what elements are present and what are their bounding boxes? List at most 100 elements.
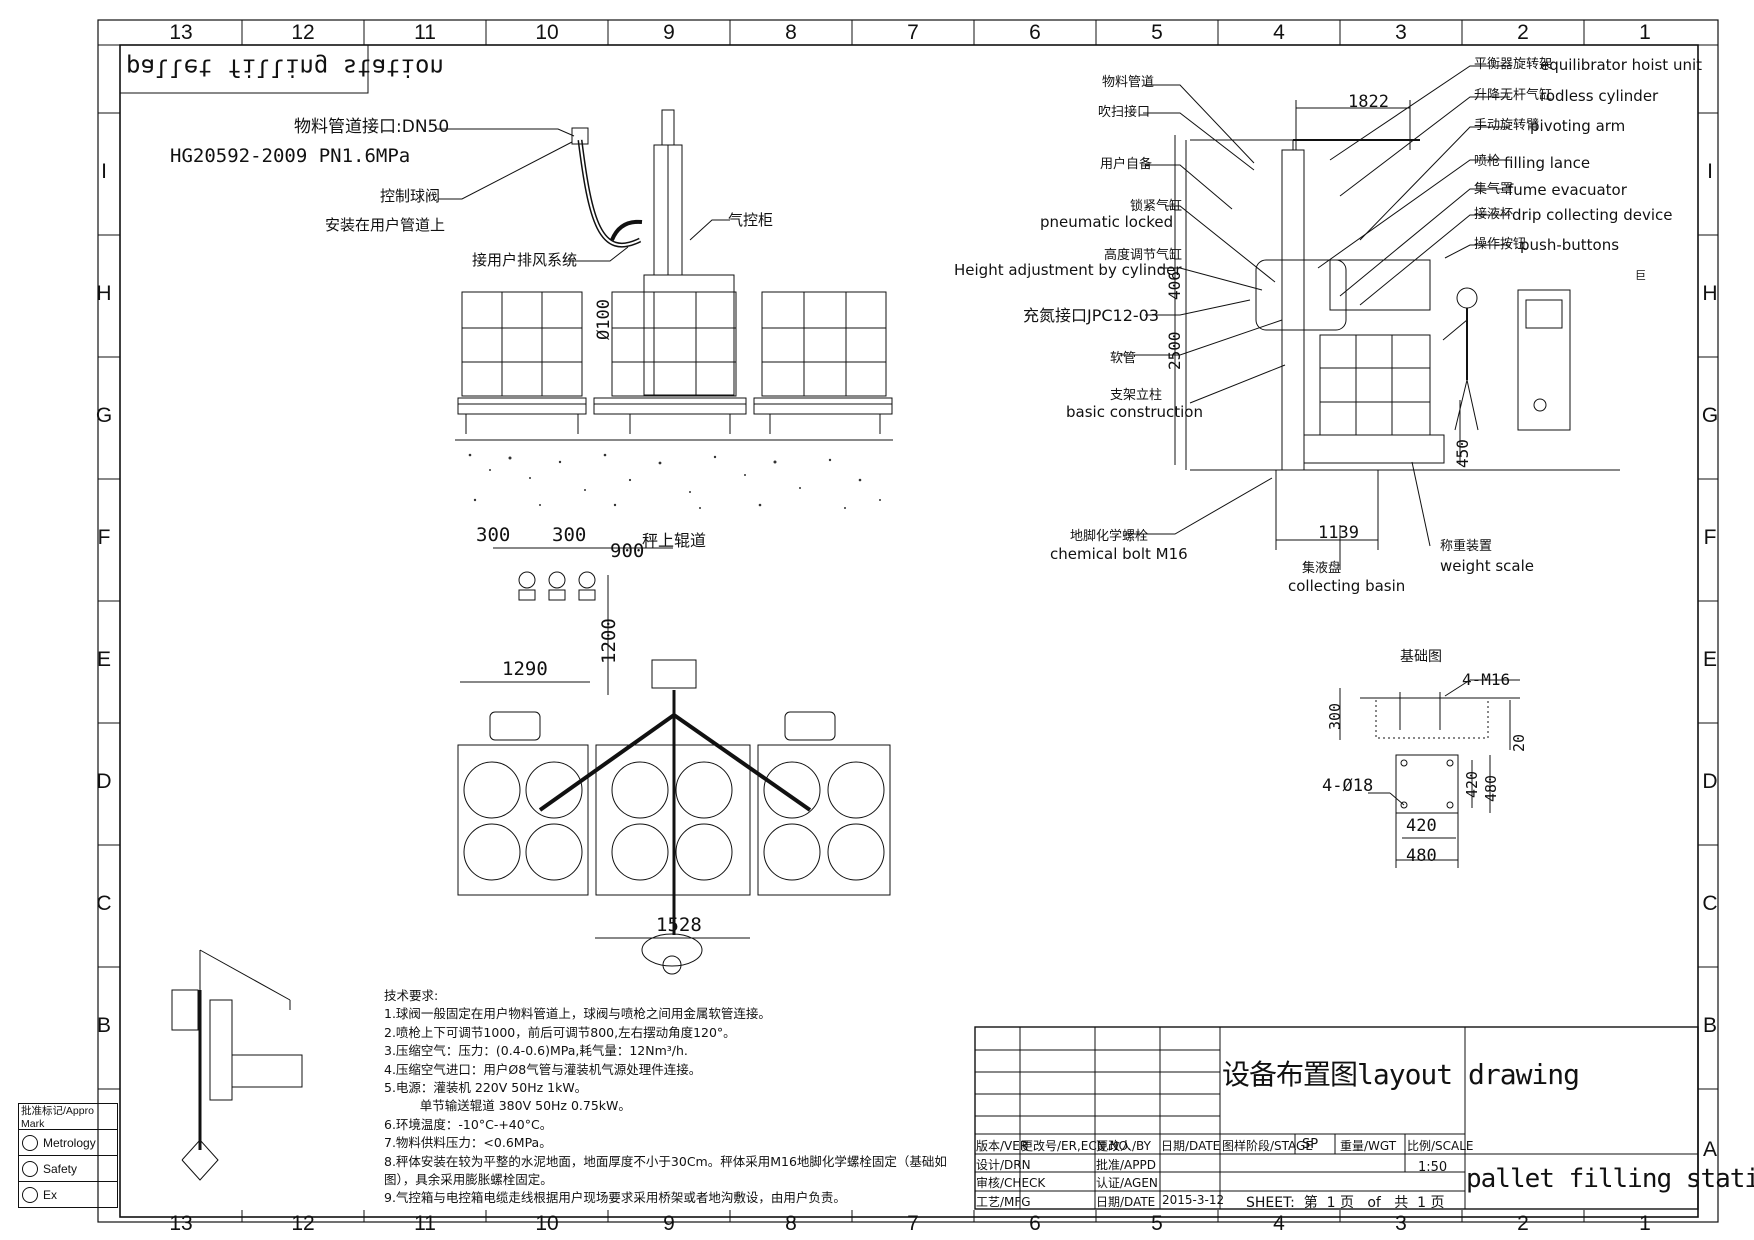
front-view — [455, 109, 893, 509]
label-nitrogen-port: 充氮接口JPC12-03 — [1023, 306, 1160, 325]
dim-300-b: 300 — [552, 524, 587, 546]
col-label-11-bottom: 11 — [414, 1212, 436, 1235]
col-label-4: 4 — [1273, 21, 1285, 44]
pipe-standard-label: HG20592-2009 PN1.6MPa — [170, 145, 411, 167]
foundation-dim-420a: 420 — [1463, 770, 1481, 798]
row-label-F: F — [97, 526, 111, 549]
tb-scale: 比例/SCALE — [1407, 1139, 1474, 1153]
foundation-dim-420b: 420 — [1406, 816, 1437, 836]
checkbox-icon[interactable] — [22, 1134, 38, 1151]
label-column-cn: 支架立柱 — [1110, 388, 1163, 403]
approval-label: Safety — [43, 1161, 78, 1176]
dim-900: 900 — [610, 540, 645, 562]
requirements-heading: 技术要求: — [384, 988, 439, 1003]
label-fume-en: fume evacuator — [1508, 181, 1627, 199]
row-label-B: B — [96, 1014, 111, 1037]
tb-stage: 图样阶段/STAGE — [1222, 1139, 1313, 1153]
tb-by: 更改人/BY — [1096, 1139, 1151, 1153]
label-collecting-en: collecting basin — [1288, 577, 1406, 595]
row-label-F-right: F — [1703, 526, 1717, 549]
row-label-E: E — [96, 648, 111, 671]
col-label-2-bottom: 2 — [1517, 1212, 1529, 1235]
foundation-dim-480b: 480 — [1406, 846, 1437, 866]
tb-mfg: 工艺/MFG — [976, 1195, 1031, 1209]
col-label-5-bottom: 5 — [1151, 1212, 1163, 1235]
requirement-item: 6.环境温度：-10°C-+40°C。 — [384, 1116, 553, 1132]
row-label-H: H — [96, 282, 112, 305]
tb-date-header: 日期/DATE — [1161, 1139, 1221, 1153]
tb-ver: 版本/VER — [976, 1139, 1029, 1153]
tb-stage-value: SP — [1302, 1137, 1319, 1152]
col-label-11: 11 — [414, 21, 436, 44]
row-label-G-right: G — [1701, 404, 1719, 427]
col-label-12: 12 — [291, 21, 315, 44]
top-view — [457, 547, 891, 975]
label-scale-en: weight scale — [1440, 557, 1534, 575]
row-label-A-right: A — [1702, 1138, 1717, 1161]
row-label-D: D — [96, 770, 112, 793]
tb-check: 审核/CHECK — [976, 1176, 1046, 1190]
label-lance-cn: 喷枪 — [1474, 154, 1501, 169]
col-label-2: 2 — [1517, 21, 1529, 44]
isometric-view — [171, 949, 303, 1181]
approval-metrology[interactable]: Metrology — [18, 1130, 118, 1156]
col-label-13-bottom: 13 — [169, 1212, 193, 1235]
inner-frame — [119, 44, 1699, 1218]
install-note-label: 安装在用户管道上 — [325, 216, 446, 234]
label-fume-cn: 集气罩 — [1474, 182, 1514, 197]
label-lock-cylinder-cn: 锁紧气缸 — [1130, 199, 1183, 214]
label-equilibrator-cn: 平衡器旋转架 — [1474, 57, 1553, 72]
approval-marks: 批准标记/Appro Mark Metrology Safety Ex — [18, 1103, 118, 1208]
requirement-item: 4.压缩空气进口：用户Ø8气管与灌装机气源处理件连接。 — [384, 1061, 702, 1077]
requirement-item: 1.球阀一般固定在用户物料管道上，球阀与喷枪之间用金属软管连接。 — [384, 1006, 771, 1022]
foundation-dim-20: 20 — [1510, 733, 1528, 752]
dim-1822: 1822 — [1348, 92, 1389, 112]
checkbox-icon[interactable] — [22, 1160, 38, 1177]
scale-roller-label: 秤上辊道 — [642, 531, 707, 550]
label-column-en: basic construction — [1066, 403, 1203, 421]
requirement-item: 3.压缩空气：压力：(0.4-0.6)MPa,耗气量：12Nm³/h. — [384, 1043, 688, 1059]
front-leaders — [435, 128, 730, 262]
col-label-7: 7 — [907, 21, 919, 44]
label-collecting-cn: 集液盘 — [1302, 561, 1342, 576]
col-label-7-bottom: 7 — [907, 1212, 919, 1235]
diameter-label: Ø100 — [594, 299, 614, 340]
dim-1528: 1528 — [656, 914, 702, 936]
row-label-I-right: I — [1707, 160, 1713, 183]
mirrored-title-box — [119, 44, 369, 94]
approval-safety[interactable]: Safety — [18, 1156, 118, 1182]
requirement-item: 5.电源：灌装机 220V 50Hz 1kW。 — [384, 1080, 588, 1096]
foundation-detail — [1339, 679, 1520, 868]
dim-300-a: 300 — [476, 524, 511, 546]
label-rodless-cn: 升降无杆气缸 — [1474, 88, 1553, 103]
approval-header: 批准标记/Appro Mark — [18, 1103, 118, 1130]
row-label-C-right: C — [1702, 892, 1718, 915]
label-equilibrator-en: equilibrator hoist unit — [1540, 56, 1703, 74]
approval-ex[interactable]: Ex — [18, 1182, 118, 1208]
col-label-3: 3 — [1395, 21, 1407, 44]
label-drip-cn: 接液杯 — [1474, 207, 1514, 222]
dim-1200: 1200 — [598, 618, 620, 664]
title-block — [974, 1026, 1699, 1210]
row-label-B-right: B — [1702, 1014, 1717, 1037]
approval-label: Metrology — [43, 1135, 96, 1150]
tb-name: pallet filling station — [1466, 1164, 1754, 1194]
label-user-supplied: 用户自备 — [1100, 157, 1153, 172]
col-label-10: 10 — [535, 21, 559, 44]
tb-sheet: SHEET: 第 1 页 of 共 1 页 — [1246, 1195, 1445, 1211]
col-label-6-bottom: 6 — [1029, 1212, 1041, 1235]
requirement-item: 7.物料供料压力：<0.6MPa。 — [384, 1135, 552, 1151]
label-drip-en: drip collecting device — [1512, 206, 1673, 224]
col-label-4-bottom: 4 — [1273, 1212, 1285, 1235]
label-height-cylinder-cn: 高度调节气缸 — [1104, 248, 1183, 263]
dim-1290: 1290 — [502, 658, 548, 680]
checkbox-icon[interactable] — [22, 1186, 38, 1203]
drawing-title: 设备布置图layout drawing — [1222, 1058, 1580, 1091]
col-label-8: 8 — [785, 21, 797, 44]
col-label-3-bottom: 3 — [1395, 1212, 1407, 1235]
dim-450: 450 — [1453, 439, 1472, 468]
requirement-item: 图），具余采用膨胀螺栓固定。 — [384, 1172, 553, 1188]
zone-ticks — [98, 20, 1718, 1222]
side-view — [1120, 65, 1620, 570]
label-mark-ju: 巨 — [1635, 269, 1646, 282]
